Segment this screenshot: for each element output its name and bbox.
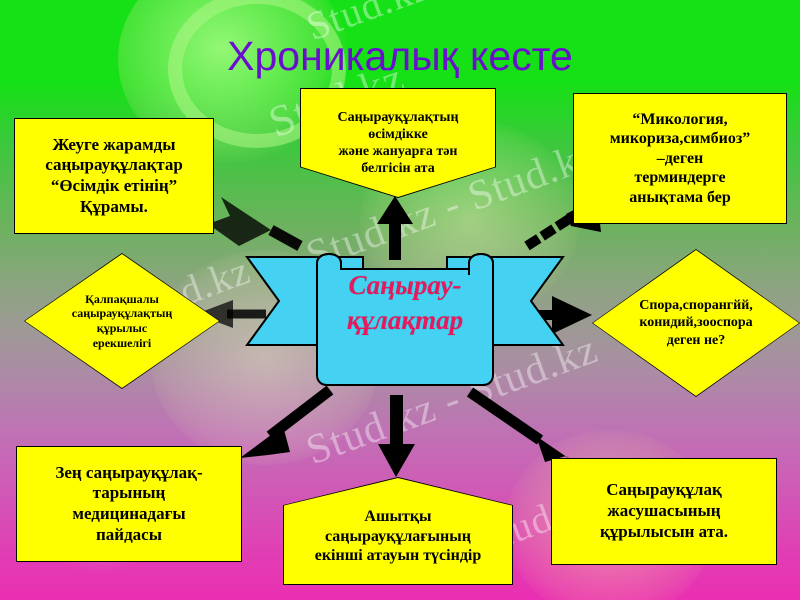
arrow-to-cell-structure xyxy=(466,387,580,466)
arrow-to-plant-animal-traits xyxy=(377,196,413,260)
arrow-to-cap-structure xyxy=(196,300,266,328)
banner-curl-right xyxy=(468,253,494,275)
center-banner-label: Саңырау- құлақтар xyxy=(315,268,495,337)
arrow-to-edible-composition xyxy=(208,197,303,251)
page-title: Хроникалық кесте xyxy=(227,33,573,79)
banner-curl-left xyxy=(316,253,342,275)
center-banner-line-2: құлақтар xyxy=(346,304,464,335)
center-banner xyxy=(245,253,565,386)
center-banner-line-1: Саңырау- xyxy=(348,270,462,300)
arrow-to-mold-medicine xyxy=(240,385,334,458)
arrow-to-yeast-second-name xyxy=(378,395,415,477)
